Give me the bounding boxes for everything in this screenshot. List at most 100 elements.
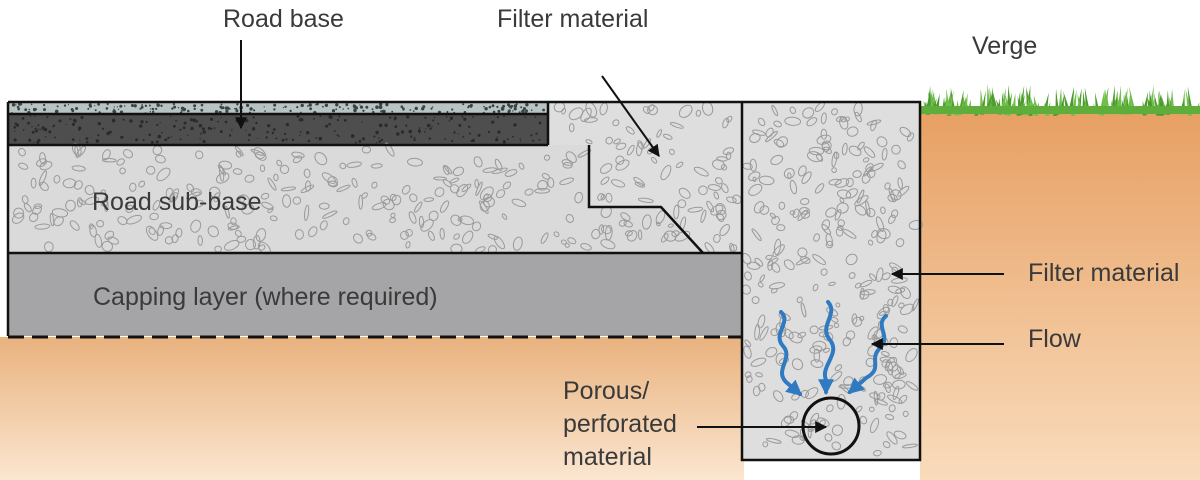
aggregate-pebble: [23, 203, 32, 213]
surface-speckle: [424, 116, 427, 119]
surface-speckle: [347, 107, 350, 110]
aggregate-pebble: [224, 205, 230, 219]
surface-speckle: [221, 106, 225, 110]
aggregate-pebble: [389, 217, 397, 224]
surface-speckle: [393, 118, 396, 121]
aggregate-pebble: [43, 241, 54, 253]
aggregate-pebble: [720, 164, 728, 171]
surface-speckle: [37, 124, 40, 127]
aggregate-pebble: [453, 233, 460, 240]
aggregate-pebble: [648, 104, 655, 112]
surface-speckle: [362, 138, 365, 140]
aggregate-pebble: [771, 104, 779, 117]
surface-speckle: [414, 106, 418, 111]
aggregate-pebble: [813, 233, 821, 242]
aggregate-pebble: [854, 195, 869, 207]
surface-speckle: [336, 118, 339, 122]
aggregate-pebble: [547, 177, 555, 188]
aggregate-pebble: [567, 237, 577, 245]
surface-speckle: [122, 118, 125, 121]
surface-speckle: [155, 107, 158, 110]
aggregate-pebble: [100, 189, 107, 195]
aggregate-pebble: [820, 128, 828, 140]
aggregate-pebble: [867, 239, 874, 246]
aggregate-pebble: [292, 155, 303, 164]
aggregate-pebble: [292, 196, 302, 205]
aggregate-pebble: [831, 108, 838, 116]
surface-speckle: [299, 134, 301, 137]
surface-speckle: [335, 108, 338, 111]
aggregate-pebble: [637, 197, 654, 203]
surface-speckle: [437, 122, 440, 125]
surface-speckle: [271, 131, 275, 135]
surface-speckle: [518, 111, 521, 114]
aggregate-pebble: [49, 212, 55, 227]
surface-speckle: [157, 134, 162, 139]
surface-speckle: [31, 130, 35, 134]
aggregate-pebble: [366, 232, 377, 241]
surface-speckle: [373, 135, 376, 138]
surface-speckle: [428, 137, 431, 140]
aggregate-pebble: [773, 138, 785, 148]
aggregate-pebble: [145, 225, 159, 241]
aggregate-pebble: [401, 185, 411, 195]
surface-speckle: [130, 104, 134, 107]
aggregate-pebble: [294, 229, 304, 240]
surface-speckle: [87, 107, 90, 110]
aggregate-pebble: [599, 163, 613, 174]
surface-speckle: [523, 107, 526, 110]
surface-speckle: [220, 103, 223, 106]
aggregate-pebble: [149, 212, 159, 221]
aggregate-pebble: [725, 151, 732, 160]
surface-speckle: [361, 121, 363, 123]
aggregate-pebble: [886, 431, 898, 445]
surface-speckle: [53, 136, 56, 139]
aggregate-pebble: [809, 345, 823, 354]
surface-speckle: [380, 110, 383, 113]
aggregate-pebble: [687, 206, 704, 213]
surface-speckle: [491, 104, 495, 108]
aggregate-pebble: [854, 111, 862, 123]
aggregate-pebble: [279, 164, 290, 175]
surface-speckle: [352, 104, 357, 109]
surface-speckle: [538, 138, 541, 141]
aggregate-pebble: [319, 220, 328, 231]
aggregate-pebble: [834, 364, 843, 372]
surface-speckle: [41, 126, 45, 130]
aggregate-pebble: [748, 183, 763, 196]
aggregate-pebble: [244, 174, 255, 183]
aggregate-pebble: [244, 239, 257, 251]
surface-speckle: [524, 116, 527, 118]
aggregate-pebble: [726, 196, 737, 204]
aggregate-pebble: [888, 404, 896, 413]
aggregate-pebble: [678, 104, 693, 118]
aggregate-pebble: [865, 200, 871, 216]
surface-speckle: [296, 106, 299, 109]
surface-speckle: [21, 117, 25, 120]
aggregate-pebble: [428, 210, 439, 222]
aggregate-pebble: [303, 204, 310, 222]
surface-speckle: [225, 109, 229, 113]
surface-speckle: [67, 104, 70, 106]
aggregate-pebble: [259, 164, 266, 173]
aggregate-pebble: [746, 375, 753, 383]
surface-speckle: [412, 110, 415, 112]
aggregate-pebble: [439, 227, 445, 240]
aggregate-pebble: [783, 167, 795, 179]
surface-speckle: [29, 115, 32, 117]
aggregate-pebble: [574, 191, 584, 204]
surface-speckle: [79, 139, 81, 141]
surface-speckle: [449, 116, 454, 120]
aggregate-pebble: [821, 141, 830, 152]
aggregate-pebble: [267, 177, 277, 191]
surface-speckle: [519, 138, 521, 140]
aggregate-pebble: [146, 165, 156, 175]
surface-speckle: [298, 118, 302, 122]
filter-material-fill: [548, 102, 742, 253]
label-road-base: Road base: [223, 5, 344, 33]
surface-speckle: [117, 108, 120, 111]
surface-speckle: [189, 118, 194, 122]
surface-speckle: [32, 107, 37, 112]
surface-speckle: [375, 130, 379, 135]
